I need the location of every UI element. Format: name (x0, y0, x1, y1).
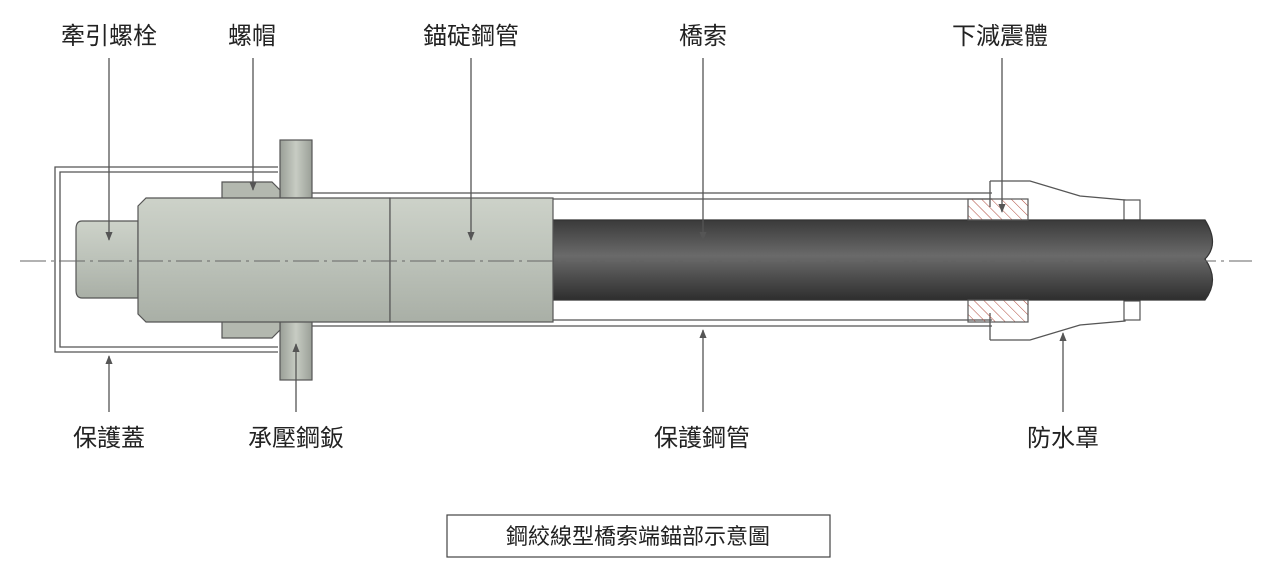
label-waterproof-cover: 防水罩 (1027, 424, 1099, 452)
caption-text: 鋼絞線型橋索端錨部示意圖 (506, 525, 770, 550)
lower-damper-shape (967, 198, 1029, 323)
bolt-threaded-body (137, 197, 391, 323)
bridge-cable-shape (551, 219, 1214, 301)
label-protective-steel-tube: 保護鋼管 (654, 424, 750, 452)
leader-lines (105, 58, 1067, 412)
waterproof-cover-shape (989, 180, 1141, 341)
label-nut: 螺帽 (228, 22, 276, 50)
traction-bolt-shape (75, 220, 139, 299)
caption-box: 鋼絞線型橋索端錨部示意圖 (446, 514, 831, 558)
label-bearing-steel-plate: 承壓鋼鈑 (248, 424, 344, 452)
label-anchor-steel-tube: 錨碇鋼管 (423, 22, 519, 50)
label-bridge-cable: 橋索 (679, 22, 727, 50)
protective-cap-shape (54, 166, 278, 353)
label-traction-bolt: 牽引螺栓 (61, 22, 157, 50)
label-protective-cap: 保護蓋 (73, 424, 145, 452)
label-lower-damper: 下減震體 (952, 22, 1048, 50)
